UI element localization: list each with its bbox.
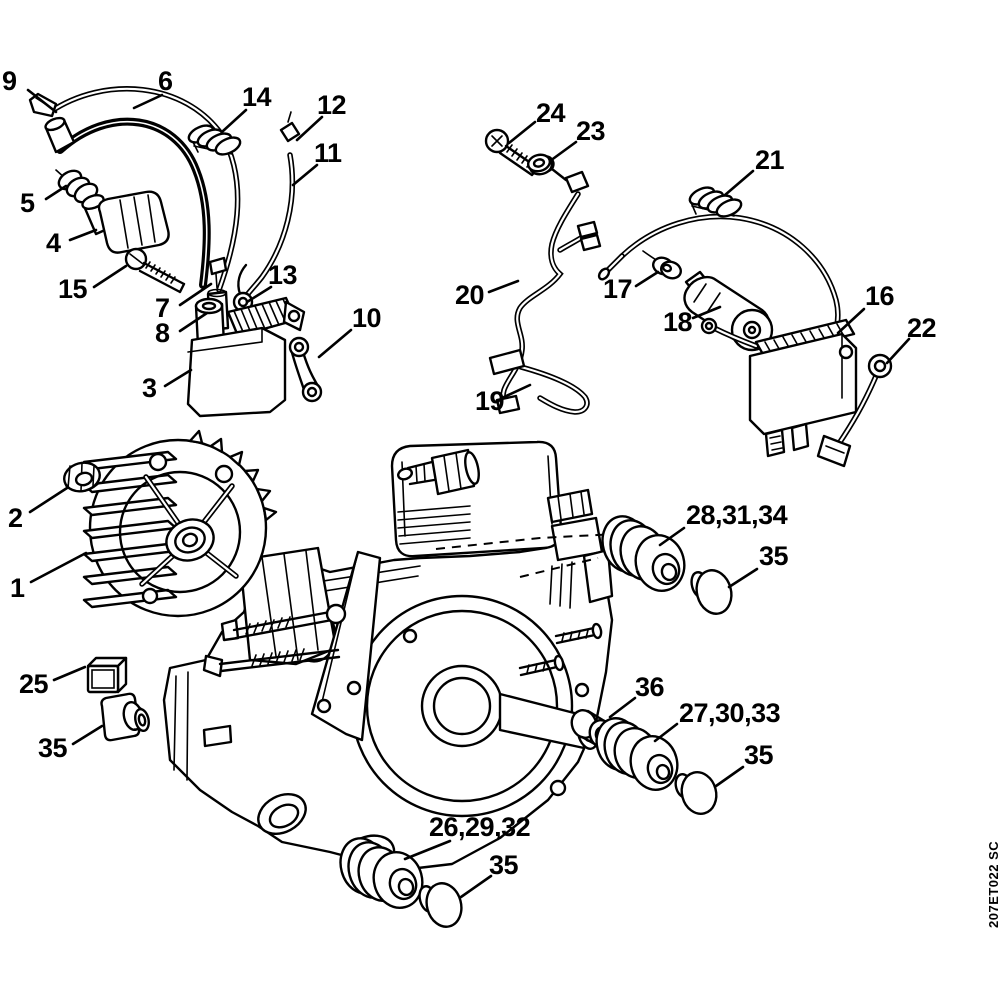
callout-label-5: 5	[20, 188, 35, 218]
callout-label-13: 13	[268, 260, 298, 290]
torsion-spring-17-drawing	[642, 250, 682, 280]
contact-block-25-drawing	[86, 656, 128, 694]
callout-label-24: 24	[536, 98, 566, 128]
module-wire-16-arc-drawing	[597, 213, 841, 333]
callout-label-8: 8	[155, 318, 170, 348]
spring-5-drawing	[55, 169, 99, 204]
flywheel-1-drawing	[82, 429, 278, 618]
callout-label-11: 11	[314, 138, 342, 168]
callout-label-27-30-33: 27,30,33	[679, 698, 781, 728]
callout-label-26-29-32: 26,29,32	[429, 812, 531, 842]
callout-label-20: 20	[455, 280, 485, 310]
callout-label-17: 17	[603, 274, 633, 304]
callout-label-1: 1	[10, 573, 25, 603]
cap-35-lower-right-drawing	[674, 771, 718, 815]
oil-seal-27-30-33-drawing	[595, 717, 679, 791]
callout-label-6: 6	[158, 66, 173, 96]
callout-label-23: 23	[576, 116, 606, 146]
collar-nut-2-drawing	[63, 461, 101, 493]
callout-label-21: 21	[755, 145, 785, 175]
drawing-code: 207ET022 SC	[986, 840, 1000, 928]
callout-label-16: 16	[865, 281, 895, 311]
callout-label-12: 12	[317, 90, 347, 120]
callout-label-28-31-34: 28,31,34	[686, 500, 788, 530]
callout-label-7: 7	[155, 293, 170, 323]
oil-seal-28-31-34-drawing	[601, 515, 686, 592]
callout-label-25: 25	[19, 669, 49, 699]
callout-label-36: 36	[635, 672, 665, 702]
callout-label-35-upper-right: 35	[759, 541, 789, 571]
callout-label-15: 15	[58, 274, 88, 304]
spark-plug-boot-4-drawing	[81, 190, 170, 254]
spark-plug-boot-18-drawing	[683, 270, 774, 352]
callout-label-2: 2	[8, 503, 23, 533]
terminal-7-drawing	[208, 256, 228, 289]
high-tension-lead-drawing	[44, 116, 211, 289]
plug-35-left-drawing	[100, 692, 150, 742]
callout-label-10: 10	[352, 303, 382, 333]
terminal-9-drawing	[28, 92, 58, 118]
dashed-alignment-lines	[435, 533, 617, 578]
cap-35-upper-right-drawing	[690, 569, 733, 615]
short-circuit-wire-11-drawing	[241, 152, 296, 302]
callout-label-35-lower-right: 35	[744, 740, 774, 770]
callout-label-4: 4	[46, 228, 61, 258]
cap-35-bottom-drawing	[418, 882, 463, 928]
callout-label-19: 19	[475, 386, 505, 416]
ignition-module-16-drawing	[700, 317, 858, 458]
callout-label-14: 14	[242, 82, 272, 112]
retaining-clip-10-drawing	[288, 336, 323, 403]
callout-label-22: 22	[907, 313, 937, 343]
callout-label-3: 3	[142, 373, 157, 403]
callout-label-9: 9	[2, 66, 17, 96]
terminal-12-drawing	[279, 111, 301, 143]
ignition-module-3-drawing	[186, 296, 306, 418]
leader-lines	[26, 88, 911, 899]
wire-19-drawing	[488, 348, 590, 415]
wire-clip-14-drawing	[187, 124, 242, 156]
wire-clip-21-drawing	[688, 186, 743, 218]
callout-label-35-bottom: 35	[489, 850, 519, 880]
ground-strap-22-drawing	[816, 353, 893, 468]
callout-label-35-left: 35	[38, 733, 68, 763]
oil-seal-26-29-32-drawing	[339, 837, 424, 909]
screw-15-drawing	[124, 247, 186, 294]
callout-label-18: 18	[663, 307, 693, 337]
